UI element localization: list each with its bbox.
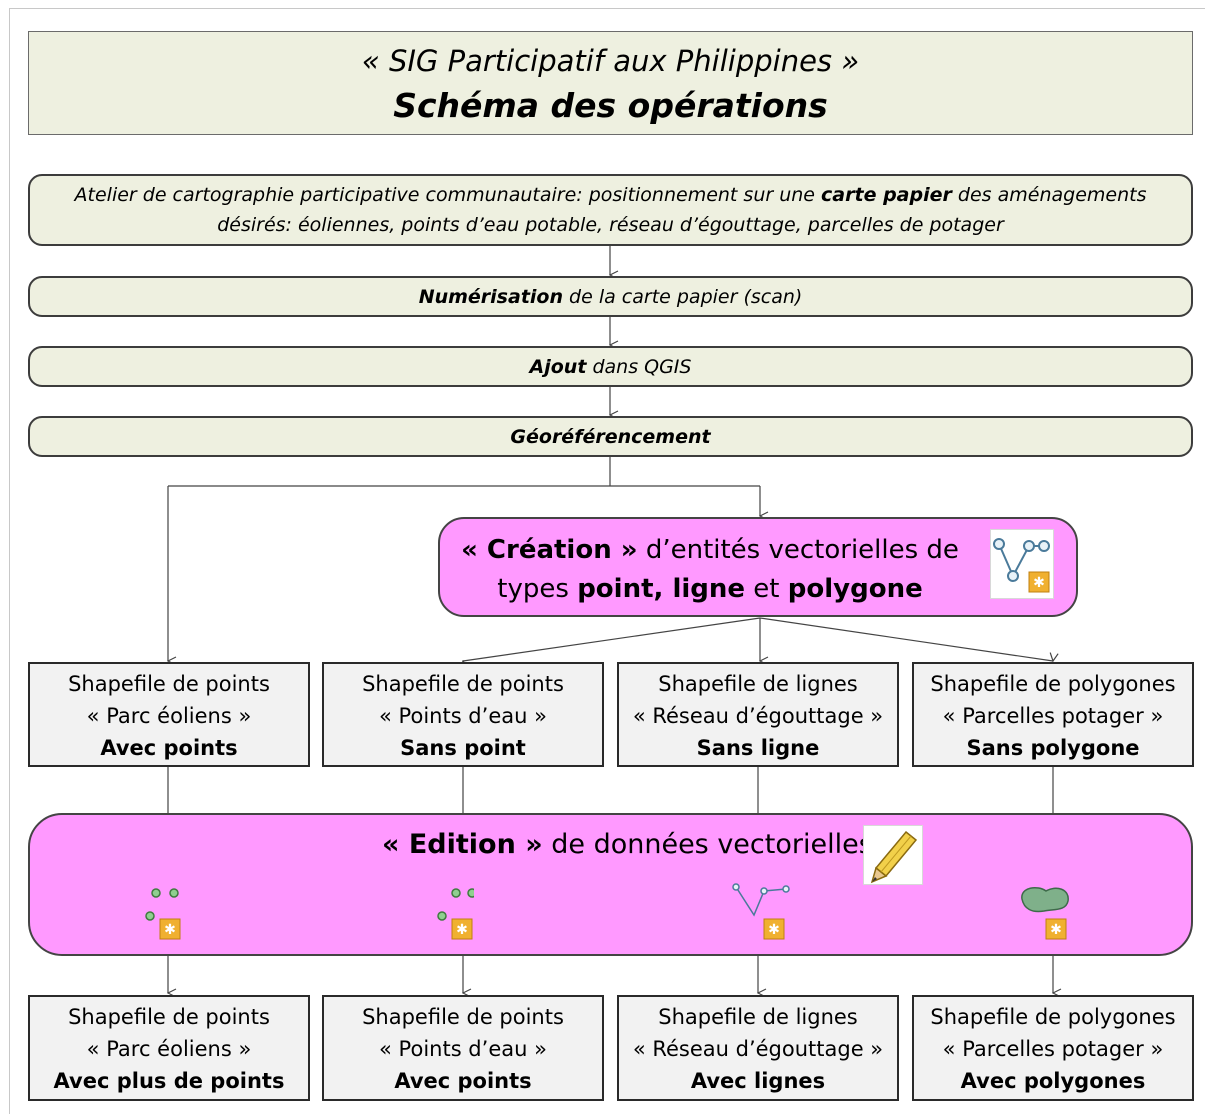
svg-text:✱: ✱ [1033, 575, 1045, 591]
creation-box: « Création » d’entités vectorielles de t… [438, 517, 1078, 617]
after-box-3: Shapefile de lignes« Réseau d’égouttage … [617, 995, 899, 1101]
title-line1: « SIG Participatif aux Philippines » [361, 44, 860, 78]
pencil-icon [863, 825, 923, 885]
step-ajout: Ajout dans QGIS [28, 346, 1193, 387]
arrow-to-box2 [463, 617, 761, 661]
new-vector-layer-icon: ✱ [990, 529, 1054, 599]
edit-lines-icon: ✱ [730, 879, 790, 943]
edit-polygon-icon: ✱ [1016, 881, 1072, 943]
after-box-2: Shapefile de points« Points d’eau »Avec … [322, 995, 604, 1101]
before-box-2: Shapefile de points« Points d’eau »Sans … [322, 662, 604, 767]
arrow-to-box4 [759, 617, 1053, 661]
step-atelier: Atelier de cartographie participative co… [28, 174, 1193, 246]
after-box-1: Shapefile de points« Parc éoliens »Avec … [28, 995, 310, 1101]
title-line2: Schéma des opérations [393, 86, 828, 125]
edition-box: « Edition » de données vectorielles ✱ ✱ [28, 813, 1193, 956]
svg-text:✱: ✱ [164, 922, 176, 938]
title-box: « SIG Participatif aux Philippines » Sch… [28, 31, 1193, 135]
creation-text: « Création » d’entités vectorielles de t… [461, 535, 959, 604]
svg-text:✱: ✱ [456, 922, 468, 938]
step-numerisation: Numérisation de la carte papier (scan) [28, 276, 1193, 317]
edit-points-icon: ✱ [434, 883, 477, 943]
step-georeferencement: Géoréférencement [28, 416, 1193, 457]
svg-text:✱: ✱ [1050, 922, 1062, 938]
after-box-4: Shapefile de polygones« Parcelles potage… [912, 995, 1194, 1101]
step-atelier-line2: désirés: éoliennes, points d’eau potable… [217, 214, 1004, 236]
edit-points-icon: ✱ [142, 883, 182, 943]
before-box-4: Shapefile de polygones« Parcelles potage… [912, 662, 1194, 767]
outer-frame [9, 8, 1205, 1114]
before-box-1: Shapefile de points« Parc éoliens »Avec … [28, 662, 310, 767]
step-atelier-line1: Atelier de cartographie participative co… [74, 184, 1147, 206]
before-box-3: Shapefile de lignes« Réseau d’égouttage … [617, 662, 899, 767]
svg-text:✱: ✱ [768, 922, 780, 938]
